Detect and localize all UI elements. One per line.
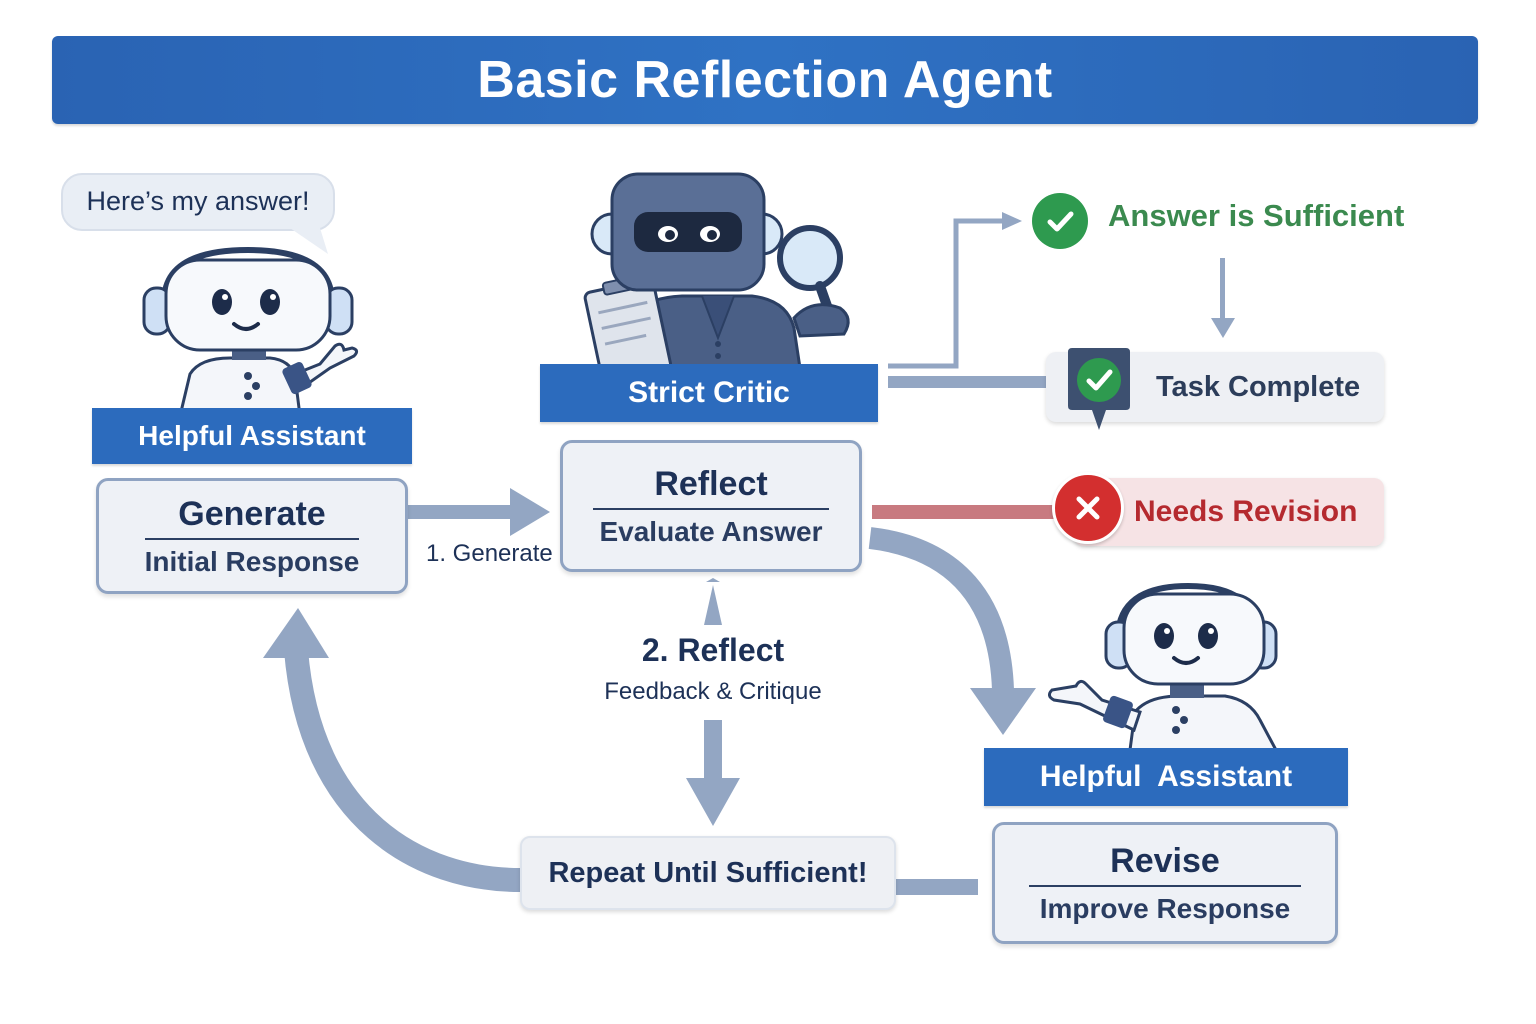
- reflect-edge-label: 2. Reflect: [641, 632, 785, 668]
- reflect-step-subtitle: Evaluate Answer: [599, 515, 823, 547]
- loop-arrow: [263, 608, 521, 892]
- page-title: Basic Reflection Agent: [52, 36, 1478, 124]
- revision-connector: [872, 505, 1057, 519]
- checkmark-icon: [1032, 193, 1088, 249]
- generate-step-box[interactable]: Generate Initial Response: [96, 478, 408, 594]
- generate-divider: [144, 537, 360, 540]
- sufficient-connector: [888, 212, 1022, 369]
- repeat-pill[interactable]: Repeat Until Sufficient!: [520, 836, 896, 910]
- repeat-connector: [893, 879, 978, 895]
- generate-step-title: Generate: [178, 494, 326, 533]
- reflect-arrow: [686, 578, 740, 826]
- needs-revision-pill[interactable]: Needs Revision: [1074, 478, 1384, 546]
- assistant-robot-icon-2: [1047, 582, 1278, 750]
- revise-step-title: Revise: [1110, 841, 1220, 880]
- task-complete-label: Task Complete: [1156, 370, 1361, 403]
- revise-step-box[interactable]: Revise Improve Response: [992, 822, 1338, 944]
- reflect-edge-sublabel: Feedback & Critique: [604, 678, 822, 705]
- critic-role-banner: Strict Critic: [540, 364, 878, 422]
- assistant-robot-icon: [142, 246, 359, 416]
- reflect-step-box[interactable]: Reflect Evaluate Answer: [560, 440, 862, 572]
- generate-step-subtitle: Initial Response: [144, 545, 360, 577]
- repeat-label: Repeat Until Sufficient!: [548, 856, 868, 889]
- error-x-icon: [1052, 472, 1124, 544]
- reflect-divider: [592, 507, 830, 510]
- generate-edge-label: 1. Generate: [426, 540, 553, 567]
- needs-revision-label: Needs Revision: [1134, 495, 1358, 528]
- outcome-sufficient-label: Answer is Sufficient: [1108, 198, 1405, 233]
- assistant-role-banner-2: Helpful Assistant: [984, 748, 1348, 806]
- reflect-step-title: Reflect: [654, 464, 768, 503]
- revise-step-subtitle: Improve Response: [1039, 892, 1291, 924]
- shield-check-icon: [1068, 348, 1130, 430]
- critic-robot-icon: [583, 172, 850, 368]
- generate-arrow: [405, 488, 550, 536]
- complete-connector: [888, 376, 1053, 388]
- revise-divider: [1029, 884, 1301, 887]
- revise-arrow: [868, 527, 1036, 735]
- speech-bubble: Here’s my answer!: [60, 172, 336, 254]
- assistant-role-banner: Helpful Assistant: [92, 408, 412, 464]
- speech-text: Here’s my answer!: [86, 185, 310, 216]
- complete-arrow: [1211, 258, 1235, 338]
